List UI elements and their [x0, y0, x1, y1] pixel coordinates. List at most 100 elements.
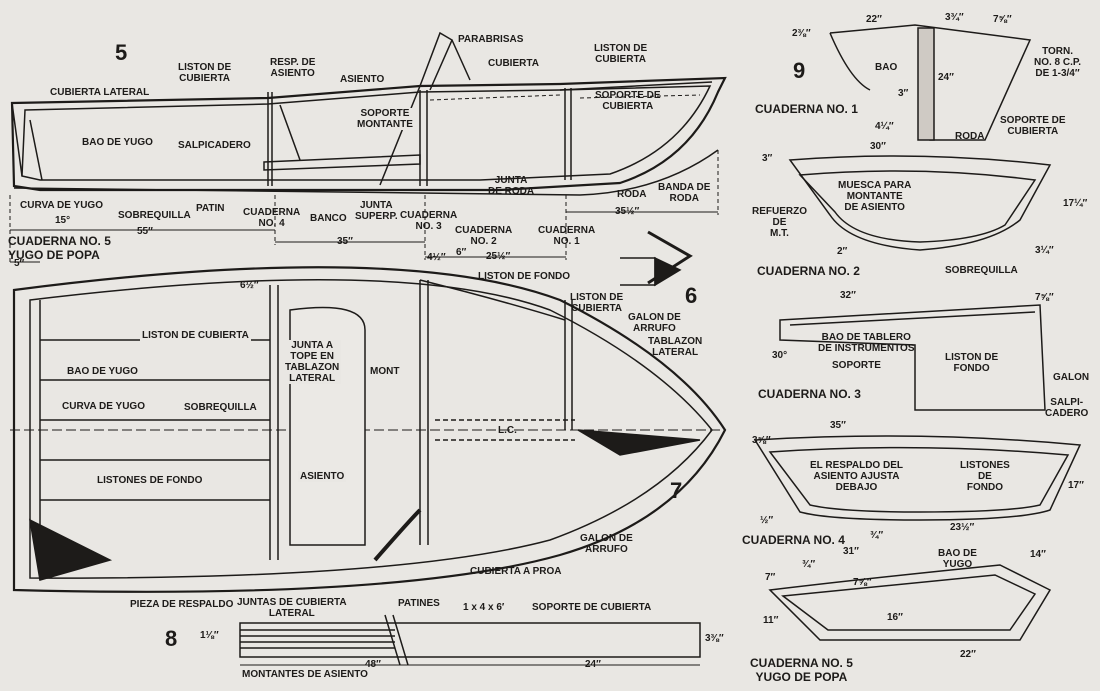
label-tablazon-lateral: TABLAZON LATERAL — [648, 336, 703, 358]
label-junta-a-tope: JUNTA A TOPE EN TABLAZON LATERAL — [283, 340, 342, 384]
label-listones-de-fondo-2: LISTONES DE FONDO — [960, 460, 1010, 493]
dim-22: 22″ — [866, 14, 882, 25]
label-liston-de-cubierta-3: LISTON DE CUBIERTA — [570, 292, 624, 314]
dim-11: 11″ — [763, 615, 779, 626]
label-soporte-montante: SOPORTE MONTANTE — [355, 108, 415, 130]
dim-24: 24″ — [938, 72, 954, 83]
label-angle-15: 15° — [55, 215, 71, 226]
dim-24: 24″ — [585, 659, 601, 670]
label-juntas-de-cubierta-lateral: JUNTAS DE CUBIERTA LATERAL — [237, 597, 347, 619]
dim-35-5: 35½″ — [615, 206, 640, 217]
label-size-1x4x6: 1 x 4 x 6′ — [463, 602, 505, 613]
label-bao-de-yugo: BAO DE YUGO — [80, 137, 155, 148]
dim-2-3-8: 2⅜″ — [792, 28, 811, 39]
dim-16: 16″ — [887, 612, 903, 623]
dim-6: 6″ — [456, 247, 467, 258]
dim-6-5: 6½″ — [240, 280, 259, 291]
label-liston-de-fondo-2: LISTON DE FONDO — [945, 352, 999, 374]
dim-48: 48″ — [365, 659, 381, 670]
fig6-stem-section — [620, 230, 693, 287]
label-el-respaldo: EL RESPALDO DEL ASIENTO AJUSTA DEBAJO — [810, 460, 903, 493]
dim-3-1-4: 3¼″ — [1035, 245, 1054, 256]
fig8-skids — [239, 614, 701, 666]
label-roda: RODA — [617, 189, 647, 200]
label-cubierta-lateral: CUBIERTA LATERAL — [50, 87, 150, 98]
fig9-frame-3 — [779, 304, 1046, 411]
label-asiento-2: ASIENTO — [298, 471, 347, 482]
dim-35: 35″ — [337, 236, 353, 247]
dim-7: 7″ — [765, 572, 776, 583]
label-cuaderna-no-3: CUADERNA NO. 3 — [400, 210, 458, 232]
fig9-frame-4 — [753, 435, 1082, 521]
dim-7-5-8: 7⅝″ — [993, 14, 1012, 25]
label-salpicadero: SALPICADERO — [178, 140, 251, 151]
label-torn-no-8: TORN. NO. 8 C.P. DE 1-3/4″ — [1034, 46, 1082, 79]
label-muesca: MUESCA PARA MONTANTE DE ASIENTO — [838, 180, 912, 213]
dim-22-b: 22″ — [960, 649, 976, 660]
dim-17: 17″ — [1068, 480, 1084, 491]
label-soporte-de-cubierta-2: SOPORTE DE CUBIERTA — [532, 602, 652, 613]
dim-7-5-8-b: 7⅝″ — [1035, 292, 1054, 303]
label-soporte-de-cubierta: SOPORTE DE CUBIERTA — [595, 90, 661, 112]
label-lc: L.C. — [498, 425, 517, 436]
label-resp-de-asiento: RESP. DE ASIENTO — [270, 57, 316, 79]
fig5-dimension-lines — [9, 150, 719, 265]
label-sobrequilla-2: SOBREQUILLA — [182, 402, 259, 413]
dim-5: 5″ — [14, 258, 25, 269]
label-cuaderna-no-4: CUADERNA NO. 4 — [243, 207, 301, 229]
dim-3-4: ¾″ — [870, 530, 884, 541]
dim-25-5: 25½″ — [486, 251, 511, 262]
label-cuaderna-no-3-2: CUADERNA NO. 3 — [758, 387, 861, 401]
label-cuaderna-no-5-2: CUADERNA NO. 5 YUGO DE POPA — [750, 656, 853, 684]
label-bao-de-yugo-2: BAO DE YUGO — [65, 366, 140, 377]
dim-23-5: 23½″ — [950, 522, 975, 533]
label-bao: BAO — [875, 62, 898, 73]
label-junta-de-roda: JUNTA DE RODA — [488, 175, 535, 197]
label-junta-superp: JUNTA SUPERP. — [355, 200, 398, 222]
figure-number-8: 8 — [165, 626, 178, 651]
dim-31: 31″ — [843, 546, 859, 557]
dim-3-4-b: ¾″ — [802, 559, 816, 570]
label-salpicadero-2: SALPI- CADERO — [1045, 397, 1089, 419]
fig9-frame-5 — [768, 564, 1052, 641]
label-liston-de-cubierta-2: LISTON DE CUBIERTA — [594, 43, 648, 65]
label-asiento: ASIENTO — [340, 74, 385, 85]
label-cuaderna-no-2-2: CUADERNA NO. 2 — [757, 264, 860, 278]
dim-30-deg: 30° — [772, 350, 788, 361]
dim-1-1-8: 1⅛″ — [200, 630, 219, 641]
label-cuaderna-no-5-yugo-de-popa: CUADERNA NO. 5 YUGO DE POPA — [8, 234, 111, 262]
figure-number-6: 6 — [685, 283, 698, 308]
figure-number-9: 9 — [793, 58, 806, 83]
dim-3: 3″ — [898, 88, 909, 99]
label-cuaderna-no-2: CUADERNA NO. 2 — [455, 225, 513, 247]
dim-half: ½″ — [760, 515, 774, 526]
dim-4-1-4: 4¼″ — [875, 121, 894, 132]
label-bao-de-tablero: BAO DE TABLERO DE INSTRUMENTOS — [818, 332, 915, 354]
fig9-frame-2 — [788, 155, 1052, 251]
label-mont: MONT — [368, 366, 402, 377]
label-cuaderna-no-1-2: CUADERNA NO. 1 — [755, 102, 858, 116]
label-parabrisas: PARABRISAS — [458, 34, 524, 45]
label-liston-de-cubierta: LISTON DE CUBIERTA — [178, 62, 232, 84]
label-montantes-de-asiento: MONTANTES DE ASIENTO — [242, 669, 368, 680]
dim-4-5: 4½″ — [427, 252, 446, 263]
label-patines: PATINES — [398, 598, 440, 609]
label-pieza-de-respaldo: PIEZA DE RESPALDO — [130, 599, 234, 610]
fig5-hull-side-view — [10, 31, 727, 196]
label-cuaderna-no-1: CUADERNA NO. 1 — [538, 225, 596, 247]
fig9-frame-1 — [829, 24, 1032, 141]
dim-17-1-4: 17¼″ — [1063, 198, 1088, 209]
label-galon-de-arrufo: GALON DE ARRUFO — [628, 312, 681, 334]
label-cubierta: CUBIERTA — [488, 58, 539, 69]
dim-7-5-8-c: 7⅝″ — [853, 577, 872, 588]
label-cuaderna-no-4-2: CUADERNA NO. 4 — [742, 533, 845, 547]
label-soporte: SOPORTE — [832, 360, 881, 371]
label-patin: PATIN — [196, 203, 225, 214]
label-galon-de-arrufo-2: GALON DE ARRUFO — [580, 533, 633, 555]
label-sobrequilla-3: SOBREQUILLA — [945, 265, 1018, 276]
label-curva-de-yugo: CURVA DE YUGO — [20, 200, 103, 211]
label-galon: GALON — [1053, 372, 1090, 383]
dim-55: 55″ — [137, 226, 153, 237]
